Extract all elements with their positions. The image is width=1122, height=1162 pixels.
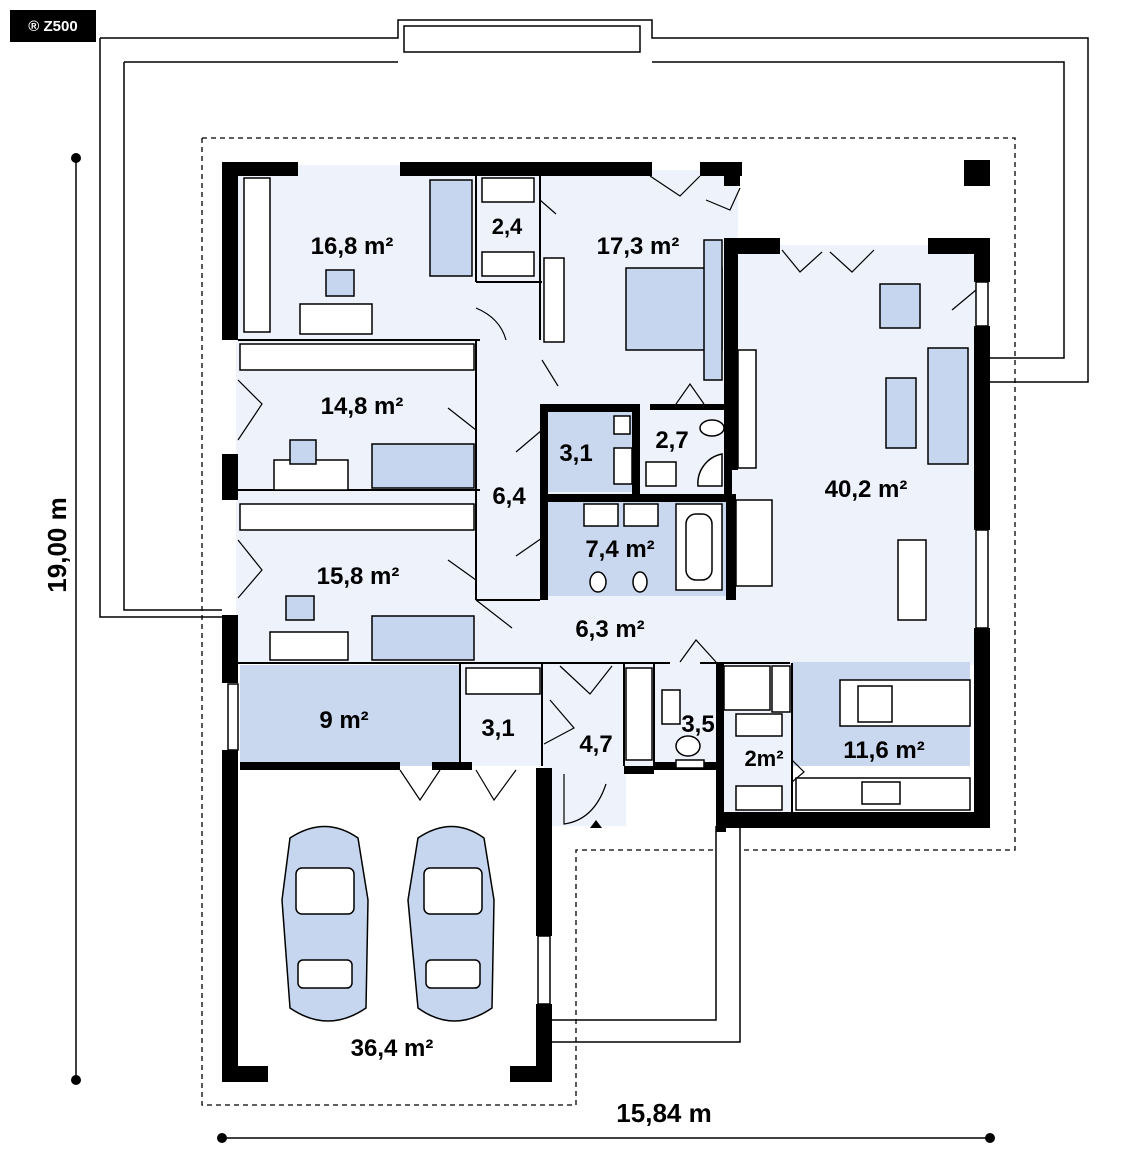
roof-outline [99,19,1089,618]
room-label-bedroom-2: 14,8 m² [321,393,404,420]
interior-walls [238,176,793,812]
entrance-arrow-icon [590,820,602,828]
room-label-storage: 3,1 [481,715,514,742]
height-dimension-label: 19,00 m [42,497,72,592]
windows [227,281,989,1005]
room-label-bedroom-3: 15,8 m² [317,563,400,590]
brand-logo: ® Z500 [10,10,96,42]
driveway-outline [552,826,741,1043]
bathroom-fixtures [583,415,791,811]
walls [222,162,990,1082]
room-label-kitchen: 11,6 m² [843,737,924,764]
room-label-hall: 6,4 [492,483,526,510]
width-dimension-label: 15,84 m [616,1098,711,1128]
room-label-wardrobe: 2,4 [492,214,523,239]
room-label-bedroom-1: 16,8 m² [311,233,394,260]
dashed-terrace-outline [201,137,1016,1106]
room-label-wc: 3,5 [681,711,714,738]
room-label-utility: 9 m² [319,707,368,734]
furniture [269,179,971,811]
room-label-master-bedroom: 17,3 m² [597,233,680,260]
room-label-living-room: 40,2 m² [825,476,908,503]
column-mark [964,160,990,186]
car-right [407,825,495,1022]
room-label-wc-upper: 2,7 [655,427,688,454]
car-left [281,825,369,1022]
room-label-pantry: 2m² [744,746,783,771]
wardrobes [239,177,757,761]
dimension-height [71,153,81,1085]
room-label-vestibule: 4,7 [579,731,612,758]
room-label-bathroom-small: 3,1 [559,440,592,467]
dimension-width [217,1133,995,1143]
room-label-corridor: 6,3 m² [575,616,644,643]
room-label-bathroom: 7,4 m² [585,536,654,563]
doors [237,175,977,825]
room-label-garage: 36,4 m² [351,1035,434,1062]
room-labels: 16,8 m² 2,4 17,3 m² 14,8 m² 3,1 2,7 6,4 … [311,214,925,1062]
